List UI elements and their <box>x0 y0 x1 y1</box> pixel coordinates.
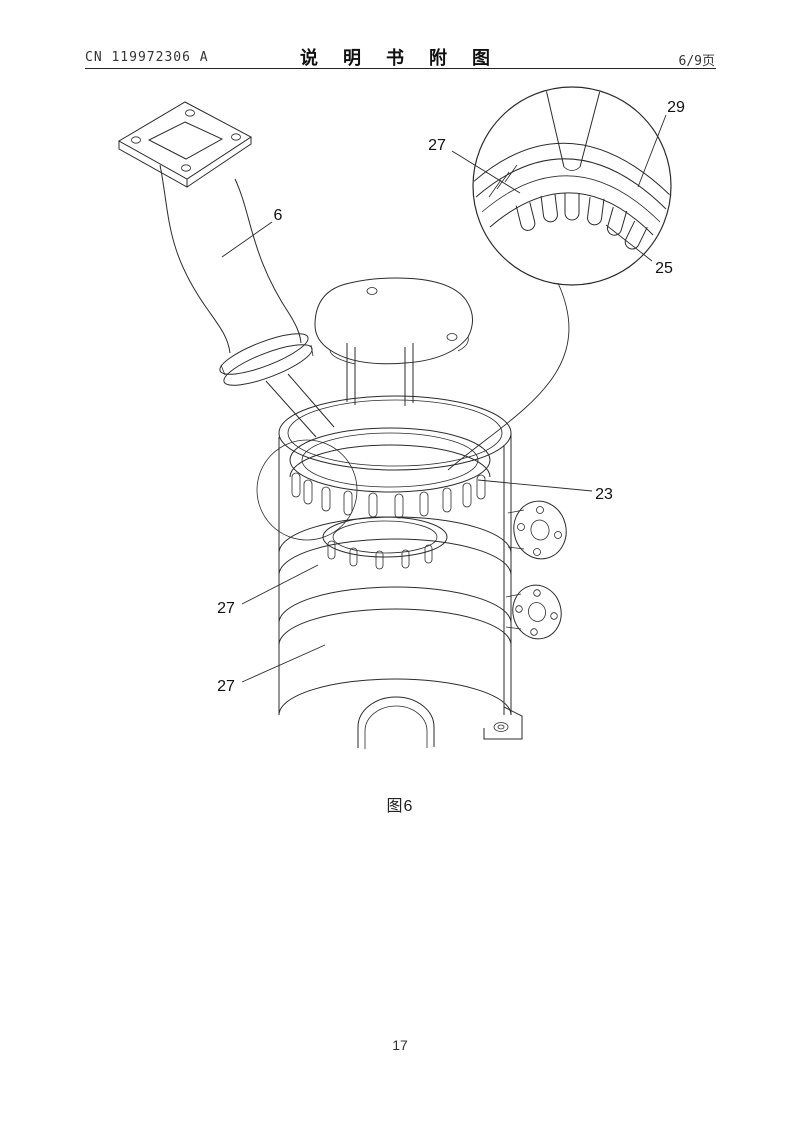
vessel-band-upper <box>278 516 512 576</box>
header-divider <box>85 68 716 69</box>
inner-slotted-ring <box>289 427 491 519</box>
document-number: CN 119972306 A <box>85 50 209 65</box>
reference-numerals: 6 27 29 25 23 27 27 <box>217 99 685 695</box>
part-label-27-detail: 27 <box>428 137 446 154</box>
leader-lines <box>221 114 667 683</box>
part-label-29: 29 <box>667 99 685 116</box>
leader-27a <box>451 150 521 194</box>
leader-25 <box>605 224 653 262</box>
page-indicator: 6/9页 <box>678 54 715 69</box>
top-flange-plate <box>314 277 473 406</box>
figure-caption: 图6 <box>386 798 414 815</box>
page-title: 说 明 书 附 图 <box>299 48 500 68</box>
leader-29 <box>637 114 667 188</box>
detail-teeth <box>515 193 648 250</box>
part-label-25: 25 <box>655 260 673 277</box>
vessel-band-lower <box>278 586 512 646</box>
figure-drawing: 6 27 29 25 23 27 27 <box>117 86 685 749</box>
leader-6 <box>221 221 273 258</box>
leader-27c <box>241 644 326 683</box>
side-flange-upper <box>507 500 567 560</box>
side-flange-lower <box>505 584 562 640</box>
part-label-27-lower: 27 <box>217 678 235 695</box>
vessel-body <box>278 395 523 749</box>
part-label-27-upper: 27 <box>217 600 235 617</box>
detail-view-circle <box>256 86 672 541</box>
page-number: 17 <box>392 1037 408 1053</box>
leader-27b <box>241 564 319 605</box>
leader-23 <box>477 479 593 492</box>
detail-view-content <box>474 88 670 250</box>
part-label-6: 6 <box>274 207 283 224</box>
detail-connector-line <box>447 282 570 471</box>
detail-source-circle <box>256 439 358 541</box>
part-label-23: 23 <box>595 486 613 503</box>
inlet-pipe <box>117 101 335 438</box>
